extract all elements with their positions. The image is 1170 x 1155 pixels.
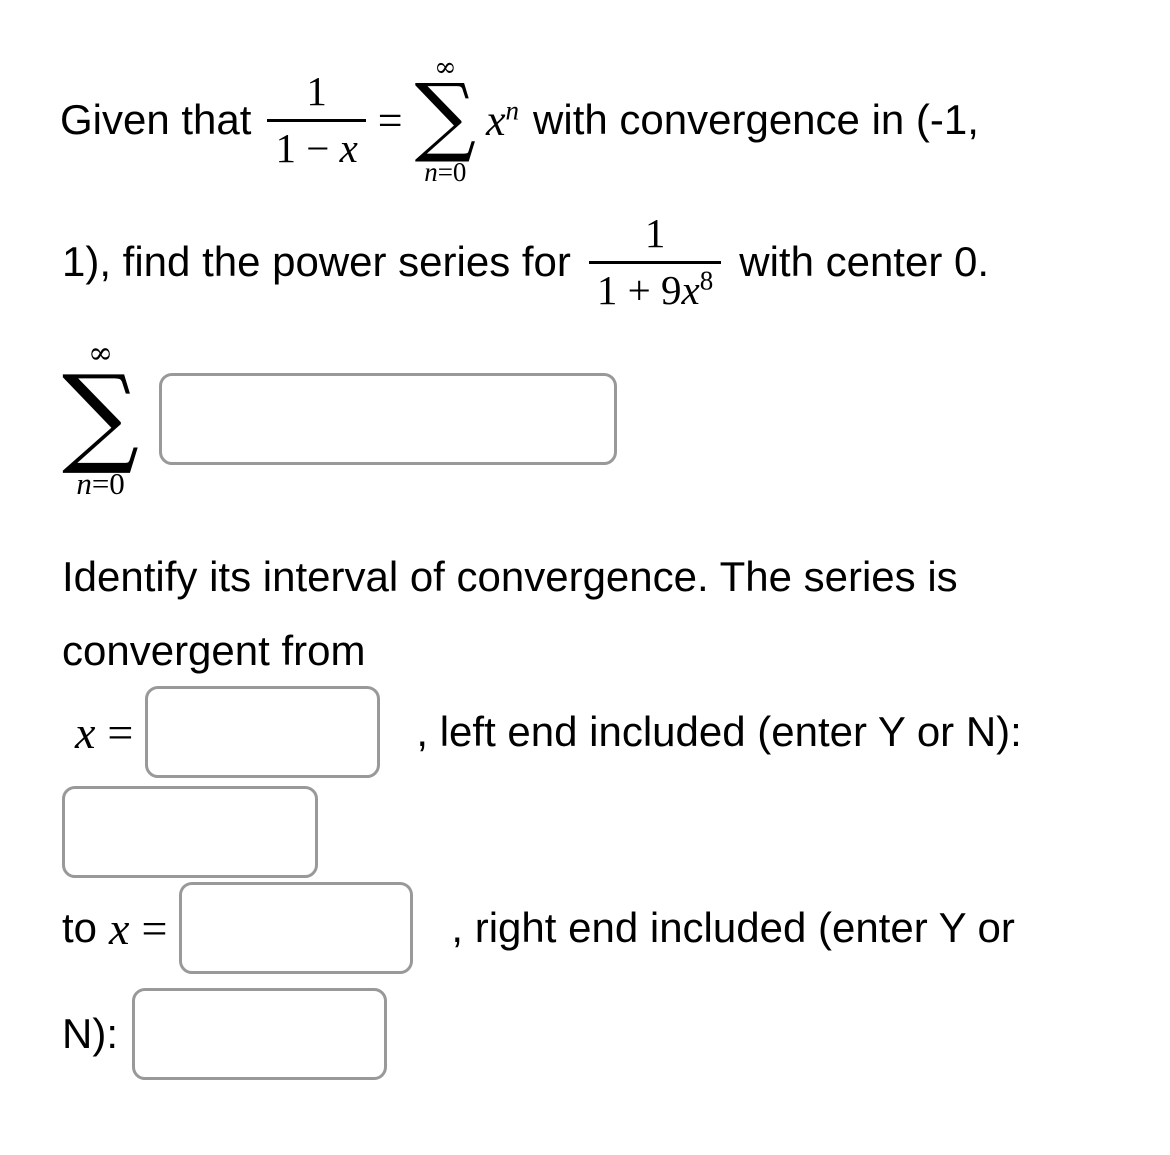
- sigma-glyph: ∑: [414, 66, 477, 167]
- given-that-text: Given that: [60, 96, 252, 143]
- left-end-included-label: , left end included (enter Y or N):: [416, 708, 1022, 755]
- fraction-denominator: 1 + 9x8: [596, 264, 714, 313]
- right-end-included-label: , right end included (enter Y or: [451, 904, 1015, 951]
- summation-symbol: ∞ ∑ n=0: [415, 54, 476, 185]
- to-text: to: [62, 904, 98, 951]
- infinity-limit: ∞: [88, 335, 114, 371]
- x-variable: x: [75, 706, 96, 758]
- answer-summation-symbol: ∞ ∑ n=0: [62, 335, 140, 502]
- left-endpoint-row: x = , left end included (enter Y or N):: [75, 684, 1022, 780]
- right-endpoint-input[interactable]: [179, 882, 414, 974]
- series-answer-row: ∞ ∑ n=0: [62, 335, 618, 502]
- fraction-1-over-1-plus-9x8: 1 1 + 9x8: [588, 210, 722, 313]
- right-endpoint-row: to x = , right end included (enter Y or: [62, 880, 1015, 976]
- left-endpoint-input[interactable]: [145, 686, 381, 778]
- equals-sign: =: [377, 95, 403, 145]
- equals-sign: =: [107, 706, 134, 758]
- right-included-input[interactable]: [132, 988, 387, 1080]
- find-power-series-text: 1), find the power series for: [62, 238, 571, 285]
- lower-limit: n=0: [424, 156, 467, 187]
- fraction-1-over-1-minus-x: 1 1 − x: [267, 68, 366, 171]
- interval-instructions-line1: Identify its interval of convergence. Th…: [62, 553, 958, 600]
- series-term-input[interactable]: [159, 373, 618, 465]
- problem-statement-line1: Given that 1 1 − x = ∞ ∑ n=0 xn with con…: [60, 40, 979, 200]
- fraction-denominator: 1 − x: [275, 124, 358, 171]
- infinity-limit: ∞: [434, 52, 457, 84]
- left-included-input[interactable]: [62, 786, 318, 878]
- interval-instructions: Identify its interval of convergence. Th…: [62, 540, 1102, 688]
- right-included-row: N):: [62, 986, 387, 1082]
- n-wrap-label: N):: [62, 1010, 118, 1057]
- problem-statement-line2: 1), find the power series for 1 1 + 9x8 …: [62, 196, 989, 328]
- x-variable: x: [109, 902, 130, 954]
- equals-sign: =: [141, 902, 168, 954]
- fraction-bar: [588, 260, 722, 264]
- series-term: xn: [486, 94, 520, 145]
- interval-instructions-line2: convergent from: [62, 627, 366, 674]
- fraction-numerator: 1: [306, 68, 327, 115]
- with-center-text: with center 0.: [739, 238, 990, 285]
- fraction-numerator: 1: [644, 210, 666, 257]
- convergence-text: with convergence in (-1,: [533, 96, 979, 143]
- fraction-bar: [267, 118, 366, 122]
- sigma-glyph: ∑: [62, 352, 140, 478]
- lower-limit: n=0: [76, 466, 125, 502]
